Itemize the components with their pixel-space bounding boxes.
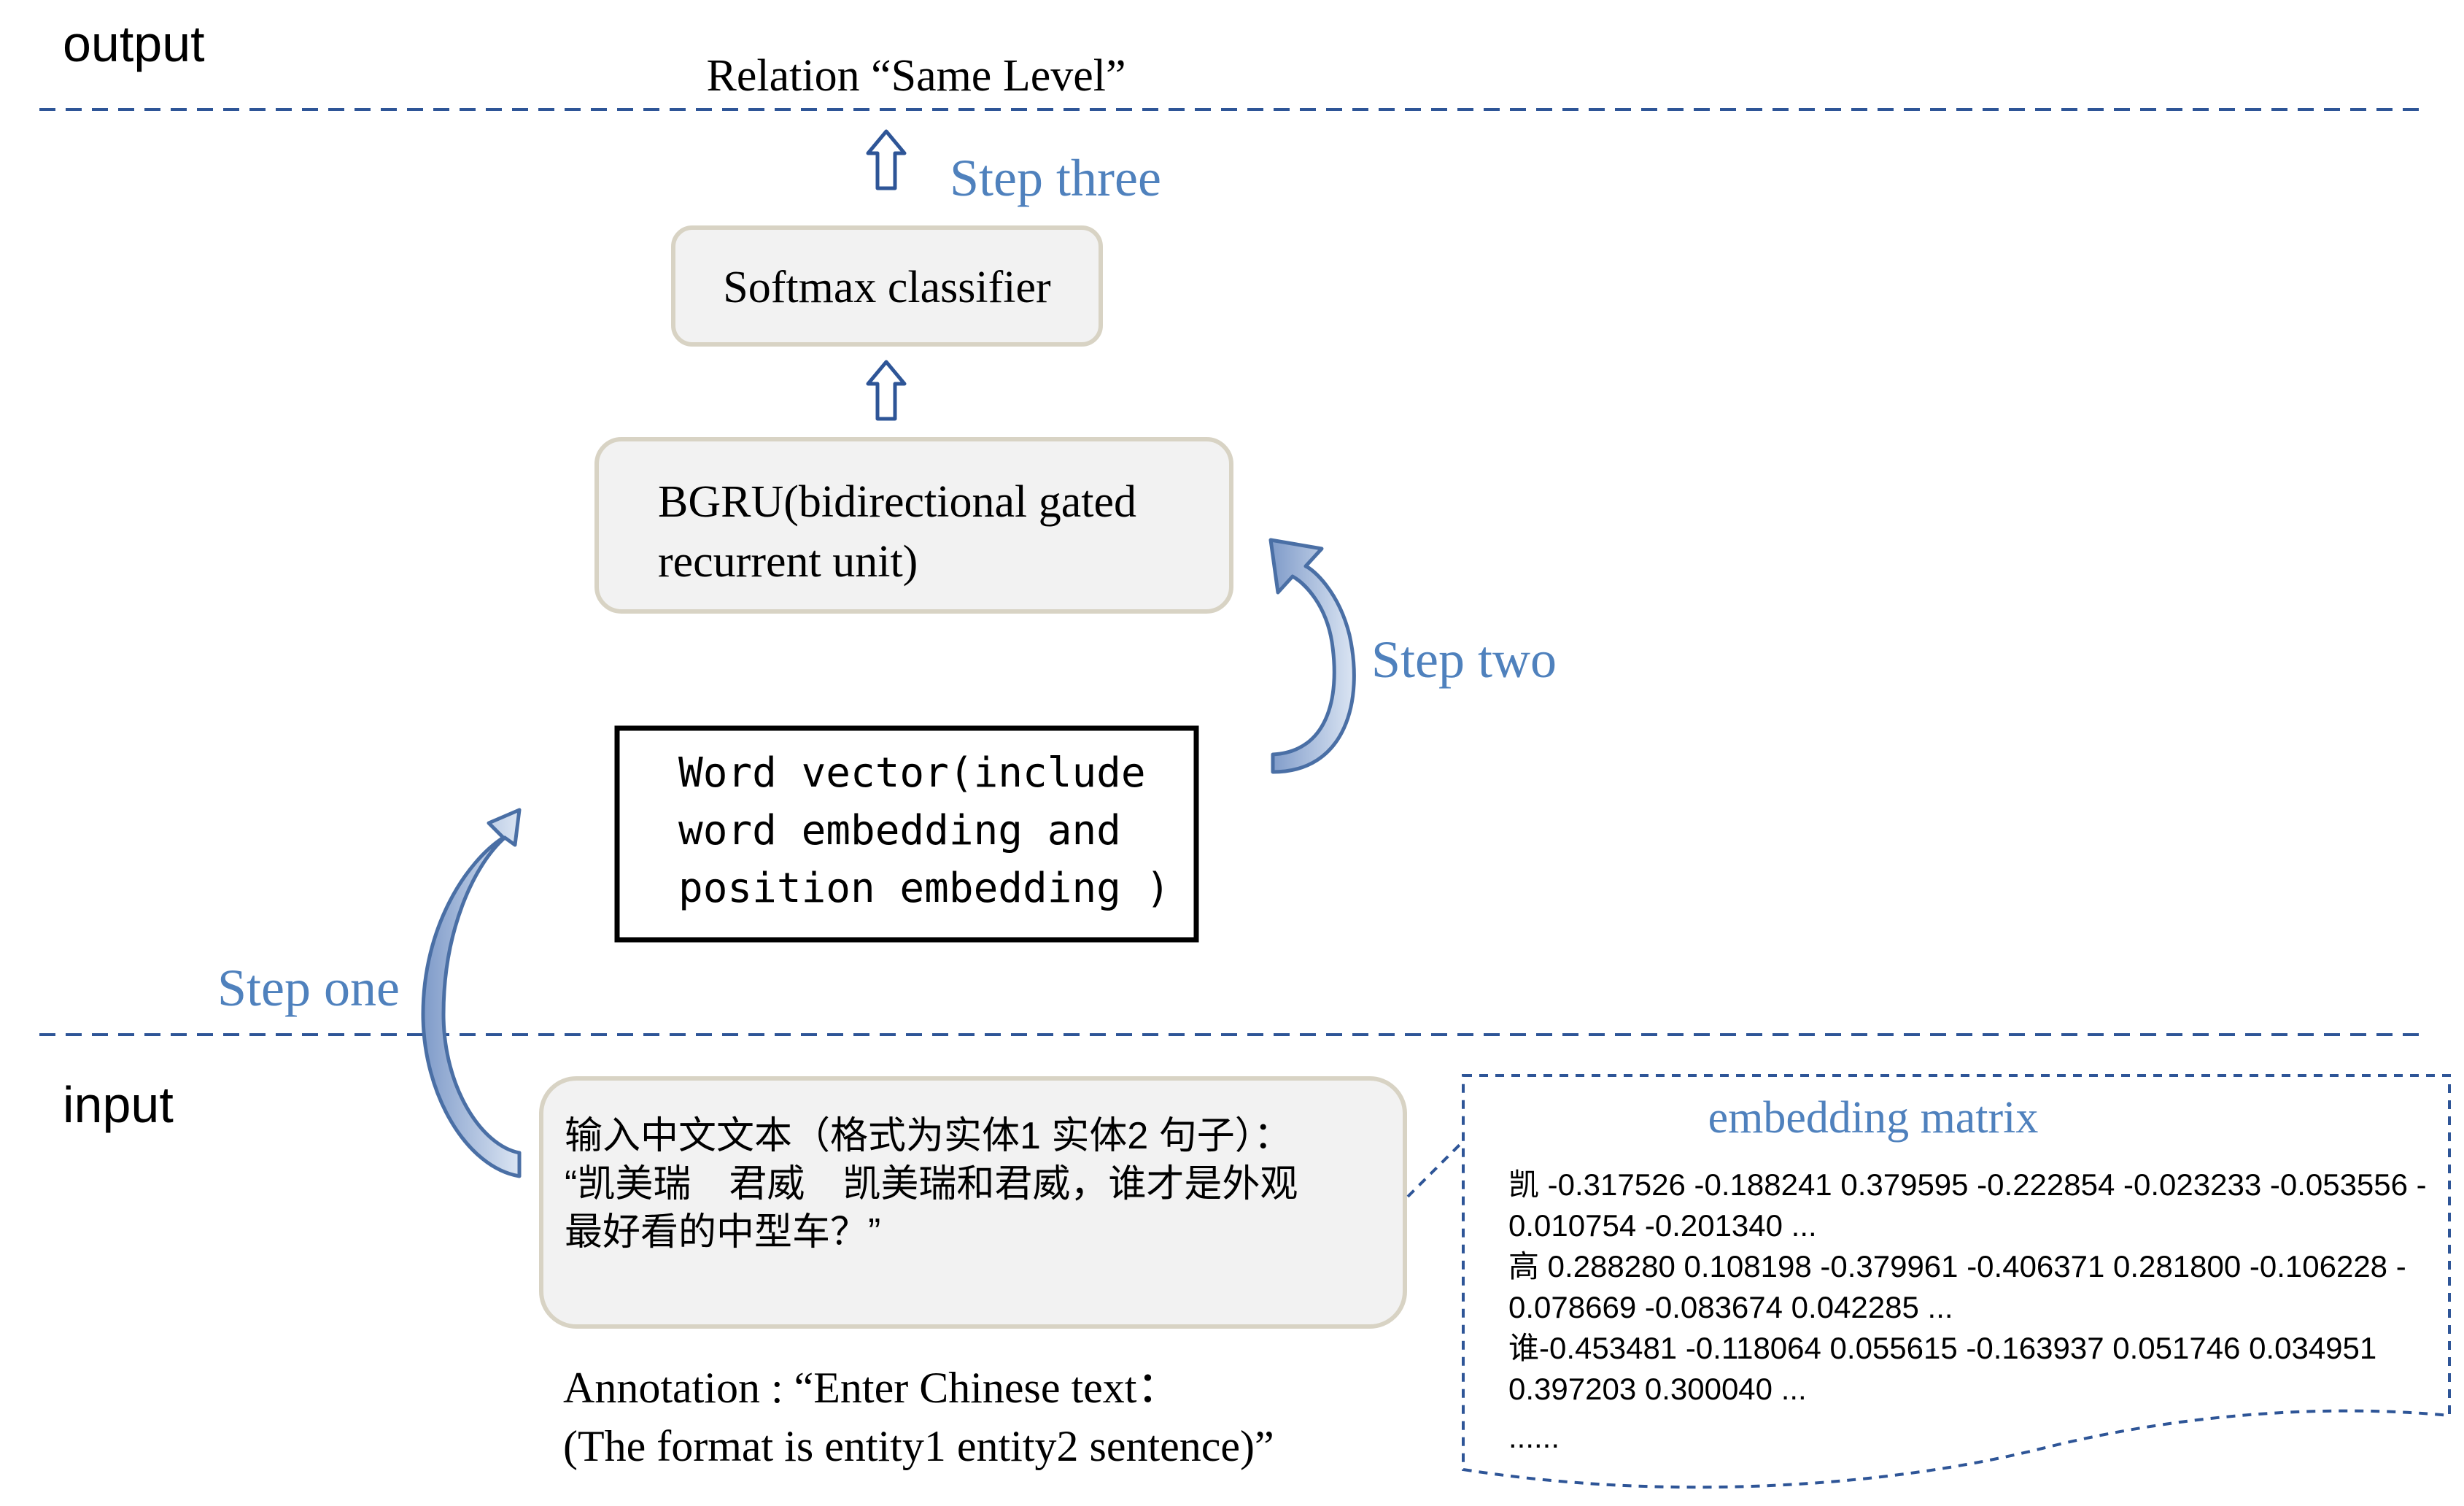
step-one-label: Step one [217, 959, 400, 1017]
output-section-label: output [63, 15, 205, 72]
word-vector-label-line1: Word vector(include [678, 749, 1146, 797]
curved-arrow-icon [421, 808, 522, 1178]
softmax-classifier-box [671, 225, 1103, 347]
bgru-label-line1: BGRU(bidirectional gated [658, 477, 1136, 527]
embedding-matrix-title: embedding matrix [1708, 1093, 2039, 1143]
word-vector-label-line3: position embedding ) [678, 865, 1170, 912]
annotation-line2: (The format is entity1 entity2 sentence)… [563, 1422, 1274, 1470]
embedding-row: 凯 -0.317526 -0.188241 0.379595 -0.222854… [1508, 1167, 2427, 1202]
input-text-line2: “凯美瑞 君威 凯美瑞和君威，谁才是外观 [565, 1163, 1298, 1205]
embedding-row: 0.010754 -0.201340 ... [1508, 1208, 1817, 1243]
embedding-row: ...... [1508, 1420, 1560, 1454]
up-arrow-icon [866, 360, 907, 421]
word-vector-box [614, 725, 1199, 943]
up-arrow-icon [866, 129, 907, 190]
embedding-row: 0.397203 0.300040 ... [1508, 1372, 1807, 1406]
softmax-classifier-label: Softmax classifier [723, 263, 1051, 312]
embedding-row: 高 0.288280 0.108198 -0.379961 -0.406371 … [1508, 1249, 2406, 1283]
embedding-row: 谁-0.453481 -0.118064 0.055615 -0.163937 … [1508, 1331, 2376, 1365]
input-text-line1: 输入中文文本（格式为实体1 实体2 句子）： [565, 1115, 1292, 1157]
embedding-row: 0.078669 -0.083674 0.042285 ... [1508, 1290, 1953, 1324]
word-vector-label-line2: word embedding and [678, 807, 1121, 854]
curved-arrow-icon [1268, 538, 1356, 774]
step-two-label: Step two [1371, 630, 1557, 689]
matrix-connector [1406, 1137, 1468, 1198]
input-section-label: input [63, 1076, 174, 1133]
input-text-line3: 最好看的中型车？” [565, 1211, 880, 1254]
bgru-label-line2: recurrent unit) [658, 537, 918, 587]
embedding-matrix-box [1462, 1074, 2451, 1489]
embedding-matrix-rows: 凯 -0.317526 -0.188241 0.379595 -0.222854… [1508, 1167, 2427, 1454]
input-text-box [539, 1076, 1407, 1329]
annotation-line1: Annotation : “Enter Chinese text： [563, 1364, 1180, 1412]
step-three-label: Step three [950, 149, 1161, 207]
output-relation-label: Relation “Same Level” [707, 51, 1126, 101]
bgru-box [594, 437, 1233, 614]
